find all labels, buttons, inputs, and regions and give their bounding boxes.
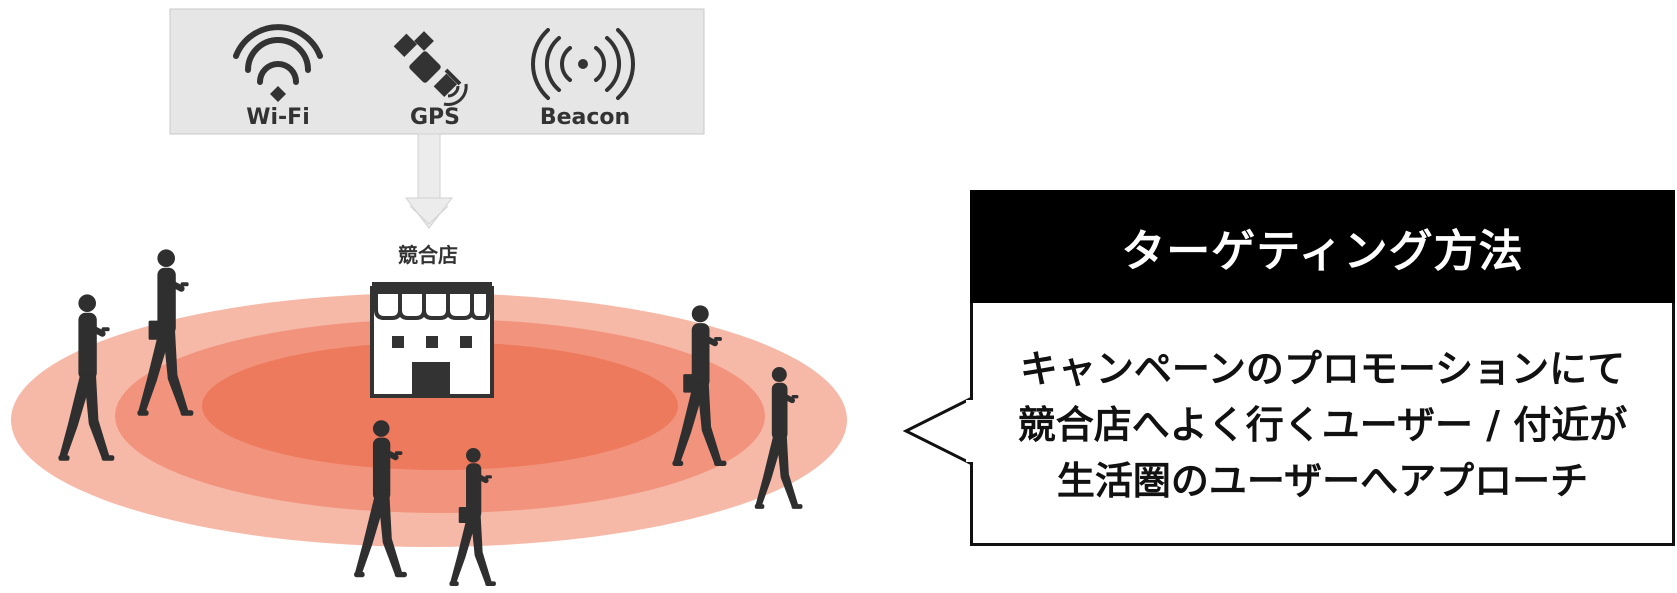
targeting-callout: ターゲティング方法 キャンペーンのプロモーションにて 競合店へよく行くユーザー …: [970, 190, 1675, 546]
tech-label-beacon: Beacon: [540, 105, 630, 130]
callout-title: ターゲティング方法: [970, 190, 1675, 303]
inner-ring: [202, 342, 678, 470]
storefront-icon: [370, 282, 494, 398]
store-label: 競合店: [398, 243, 458, 267]
callout-line-1: キャンペーンのプロモーションにて: [1019, 346, 1626, 391]
callout-body: キャンペーンのプロモーションにて 競合店へよく行くユーザー / 付近が 生活圏の…: [970, 303, 1675, 546]
beacon-icon: [530, 28, 636, 100]
satellite-icon: [393, 31, 468, 106]
tech-label-gps: GPS: [410, 105, 460, 130]
callout-line-3: 生活圏のユーザーへアプローチ: [1056, 458, 1589, 503]
wifi-icon: [233, 24, 323, 102]
callout-pointer-joint: [966, 400, 976, 462]
callout-pointer: [902, 395, 974, 467]
tech-label-wifi: Wi-Fi: [246, 105, 310, 130]
callout-line-2: 競合店へよく行くユーザー / 付近が: [1017, 402, 1628, 447]
down-arrow-icon: [404, 133, 454, 229]
